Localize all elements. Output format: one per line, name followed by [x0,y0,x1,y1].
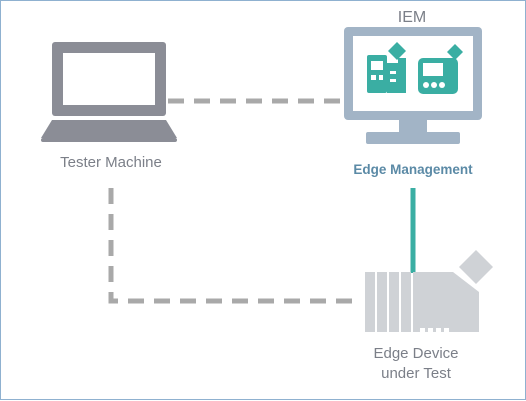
laptop-icon [41,42,177,142]
tester-machine-label: Tester Machine [60,154,162,171]
edge-box-icon [418,44,463,94]
iem-label: IEM [397,9,427,26]
monitor-icon [344,27,482,144]
edge-device-label: Edge Device under Test [341,344,491,384]
connection-tester-to-device [108,188,361,304]
edge-device-label-line2: under Test [381,365,451,382]
edge-device-icon [365,250,493,332]
edge-app-icon [367,42,406,93]
edge-device-label-line1: Edge Device [373,345,459,362]
edge-management-label: Edge Management [353,162,473,177]
